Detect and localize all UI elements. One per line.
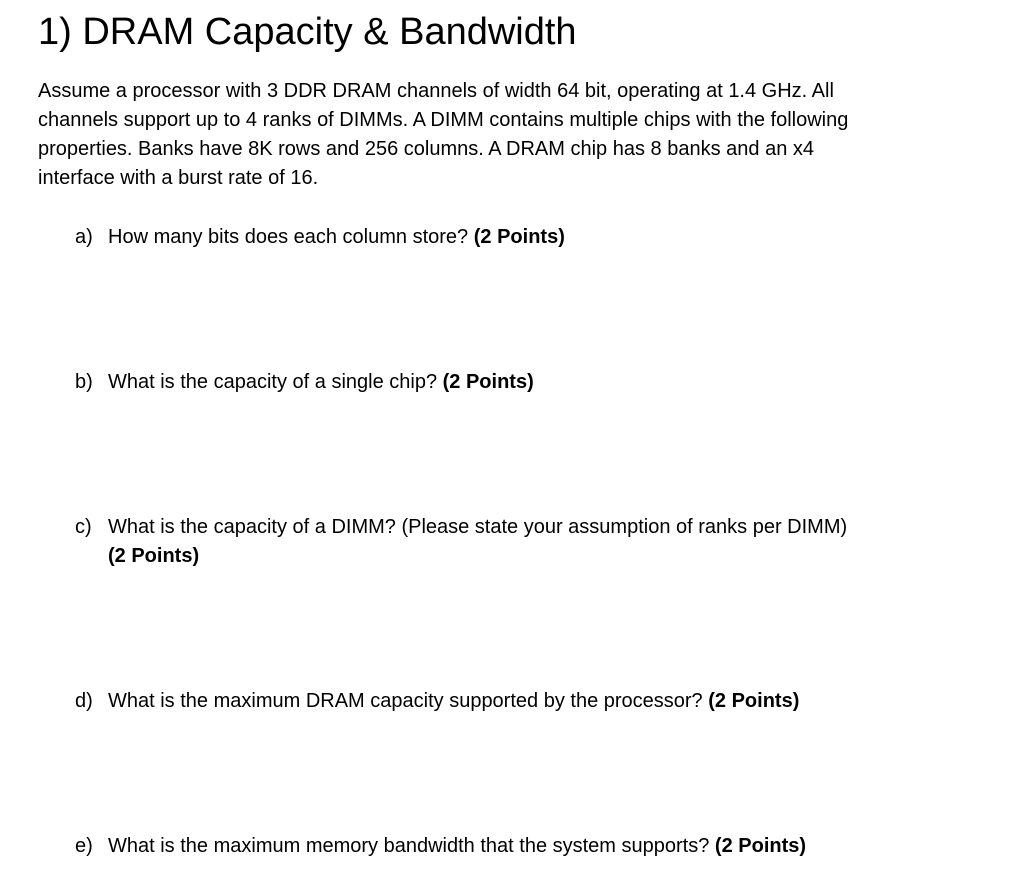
question-body: What is the maximum DRAM capacity suppor… xyxy=(108,687,968,716)
intro-paragraph: Assume a processor with 3 DDR DRAM chann… xyxy=(38,80,849,189)
question-list: a) How many bits does each column store?… xyxy=(38,223,984,861)
question-points: (2 Points) xyxy=(108,545,200,567)
question-letter: e) xyxy=(75,835,93,857)
question-letter: d) xyxy=(75,690,93,712)
question-item-d: d) What is the maximum DRAM capacity sup… xyxy=(75,687,984,716)
question-body: What is the maximum memory bandwidth tha… xyxy=(108,832,968,861)
question-letter: b) xyxy=(75,371,93,393)
question-body: How many bits does each column store? (2… xyxy=(108,223,968,252)
question-item-c: c) What is the capacity of a DIMM? (Plea… xyxy=(75,513,984,571)
question-text: What is the maximum memory bandwidth tha… xyxy=(108,835,710,857)
question-item-b: b) What is the capacity of a single chip… xyxy=(75,368,984,397)
question-body: What is the capacity of a single chip? (… xyxy=(108,368,968,397)
question-points: (2 Points) xyxy=(708,690,800,712)
question-points: (2 Points) xyxy=(442,371,534,393)
question-letter: c) xyxy=(75,516,92,538)
question-text: What is the maximum DRAM capacity suppor… xyxy=(108,690,703,712)
question-body: What is the capacity of a DIMM? (Please … xyxy=(108,513,968,571)
question-points: (2 Points) xyxy=(473,226,565,248)
page-title: 1) DRAM Capacity & Bandwidth xyxy=(38,11,577,53)
question-text: How many bits does each column store? xyxy=(108,226,469,248)
question-text: What is the capacity of a single chip? xyxy=(108,371,438,393)
question-points: (2 Points) xyxy=(714,835,807,857)
question-item-a: a) How many bits does each column store?… xyxy=(75,223,984,252)
question-letter: a) xyxy=(75,226,93,248)
question-item-e: e) What is the maximum memory bandwidth … xyxy=(75,832,984,861)
question-text: What is the capacity of a DIMM? (Please … xyxy=(108,516,848,538)
